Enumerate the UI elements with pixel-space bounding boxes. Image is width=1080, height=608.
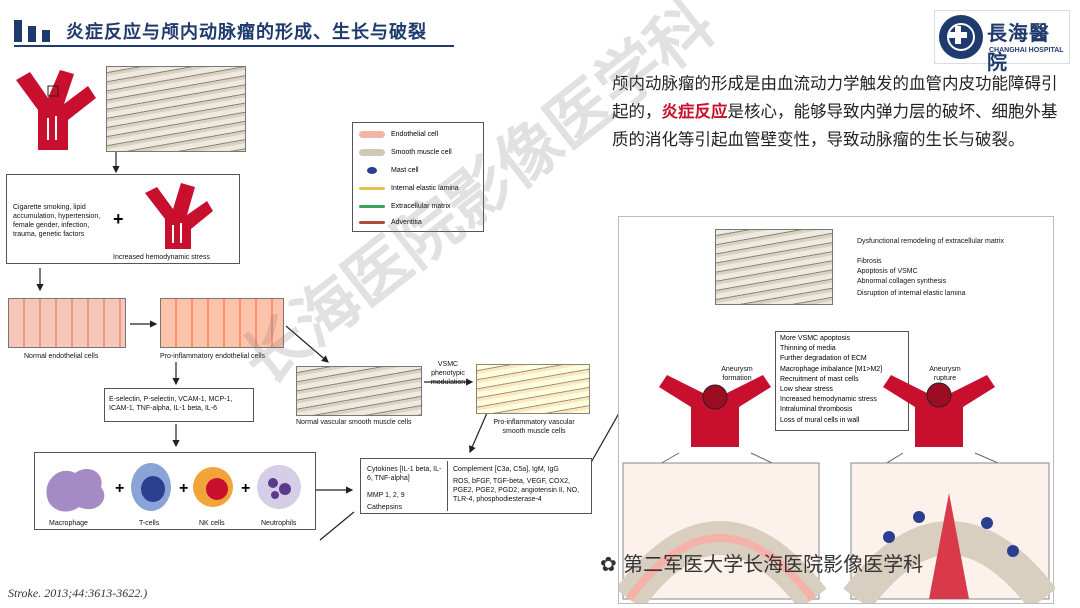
aneurysm-rupture-label: Aneurysm rupture [929,366,961,382]
title-underline [14,45,454,47]
hospital-seal-icon [939,15,983,59]
adhesion-molecules-box: E-selectin, P-selectin, VCAM-1, MCP-1, I… [104,388,254,422]
normal-vsmc-label: Normal vascular smooth muscle cells [296,419,412,426]
mediator-cathepsins: Cathepsins [367,504,403,511]
remodel-label-lamina: Disruption of internal elastic lamina [857,290,966,297]
progression-item: Loss of mural cells in wall [780,416,860,424]
vsmc-modulation-label: VSMC phenotypic modulation [430,361,466,386]
proinflammatory-endothelial-tissue [160,298,284,348]
normal-vsmc-tissue [296,366,422,416]
remodel-label-fibrosis: Fibrosis [857,258,882,265]
legend-adventitia: Adventitia [391,219,422,226]
legend-mast-cell: Mast cell [391,167,419,174]
proinflammatory-endothelial-label: Pro-inflammatory endothelial cells [160,353,266,360]
mediator-complement: Complement [C3a, C5a], IgM, IgG [453,466,559,473]
aneurysm-formation-label: Aneurysm formation [721,366,753,382]
legend-elastic-lamina: Internal elastic lamina [391,185,459,192]
intro-paragraph: 颅内动脉瘤的形成是由血流动力学触发的血管内皮功能障碍引起的，炎症反应是核心，能够… [612,70,1062,154]
page-title: 炎症反应与颅内动脉瘤的形成、生长与破裂 [66,22,427,43]
citation: Stroke. 2013;44:3613-3622.) [8,586,148,600]
svg-text:+: + [241,480,250,497]
cell-label-nk: NK cells [199,520,225,527]
logo-english-name: CHANGHAI HOSPITAL [989,47,1064,54]
intro-highlight: 炎症反应 [661,102,728,121]
wechat-account-label: ✿ 第二军医大学长海医院影像医学科 [600,548,923,577]
proinflammatory-vsmc-label: Pro-inflammatory vascular smooth muscle … [493,419,575,435]
progression-item: Macrophage imbalance [M1>M2] [780,365,883,373]
progression-item: More VSMC apoptosis [780,335,851,342]
remodel-label-ecm: Dysfunctional remodeling of extracellula… [857,238,1005,245]
progression-item: Low shear stress [780,386,833,394]
normal-endothelial-tissue [8,298,126,348]
immune-cells-box: + + + Macrophage T-cells NK cells Neutro… [34,452,316,530]
intro-text-1: 颅内动脉瘤的形成是由血流动力学触发的血管内皮功能障碍引起的， [612,74,1058,121]
mediators-box: Cytokines [IL-1 beta, IL-6, TNF-alpha] M… [360,458,592,514]
aneurysm-illustrations [619,375,1055,603]
remodel-label-apoptosis: Apoptosis of VSMC [857,268,918,275]
normal-endothelial-label: Normal endothelial cells [24,353,99,360]
intro-text-2: 是核心，能够导致内弹力层的破坏、细胞外基质的消化等引起血管壁变性，导致动脉瘤的生… [612,102,1058,149]
remodeled-wall-section [715,229,833,305]
mediator-ros: ROS, bFGF, TGF-beta, VEGF, COX2, PGE2, P… [453,478,580,503]
artery-bifurcation-icon [16,70,96,150]
wechat-icon: ✿ [600,552,624,576]
svg-text:+: + [179,480,188,497]
cell-label-neutrophils: Neutrophils [261,520,297,527]
progression-item: Further degradation of ECM [780,355,867,363]
immune-cells-illustration: + + + [46,463,301,512]
mediator-mmp: MMP 1, 2, 9 [367,492,405,499]
progression-item: Increased hemodynamic stress [780,396,877,404]
wechat-account-name: 第二军医大学长海医院影像医学科 [623,552,924,576]
proinflammatory-vsmc-tissue [476,364,590,414]
risk-factors-box: Cigarette smoking, lipid accumulation, h… [6,174,240,264]
plus-icon: + [113,209,124,229]
progression-item: Thinning of media [780,345,836,353]
legend-smooth-muscle: Smooth muscle cell [391,149,452,156]
cell-label-macrophage: Macrophage [49,520,88,527]
vessel-wall-section [106,66,246,152]
risk-factors-text: Cigarette smoking, lipid accumulation, h… [13,204,101,238]
hospital-logo: 長海醫院 CHANGHAI HOSPITAL [934,10,1070,74]
hemodynamic-stress-label: Increased hemodynamic stress [113,254,210,261]
progression-factors-box: More VSMC apoptosis Thinning of media Fu… [775,331,909,431]
aneurysm-panel: Dysfunctional remodeling of extracellula… [618,216,1055,604]
remodel-label-collagen: Abnormal collagen synthesis [857,278,947,285]
mediator-cytokines: Cytokines [IL-1 beta, IL-6, TNF-alpha] [367,466,442,482]
legend-box: Endothelial cell Smooth muscle cell Mast… [352,122,484,232]
adhesion-molecules-text: E-selectin, P-selectin, VCAM-1, MCP-1, I… [109,396,233,412]
cell-label-tcells: T-cells [139,520,160,527]
logo-chinese-name: 長海醫院 [987,21,1050,74]
progression-item: Recruitment of mast cells [780,375,859,383]
legend-ecm: Extracellular matrix [391,203,451,210]
artery-stress-icon [145,183,213,249]
svg-text:+: + [115,480,124,497]
progression-item: Intraluminal thrombosis [780,406,853,414]
legend-endothelial: Endothelial cell [391,131,439,138]
